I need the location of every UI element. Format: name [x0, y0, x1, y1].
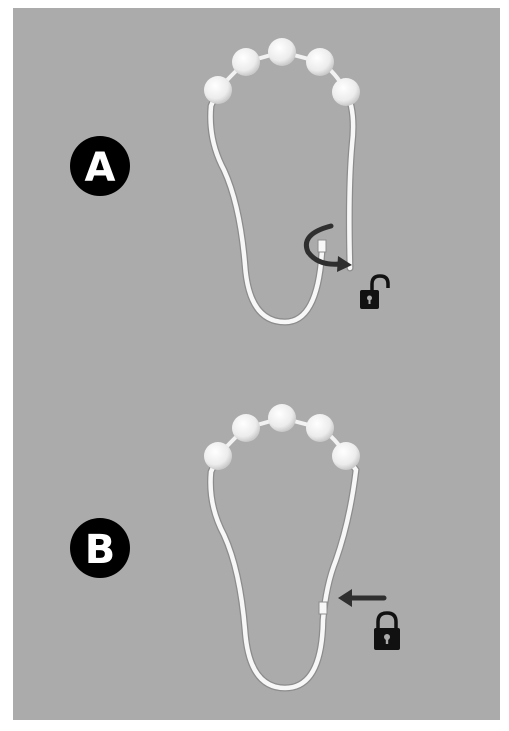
push-left-arrow-icon [338, 589, 387, 607]
bead-row-a [204, 38, 360, 106]
panel-a: A [70, 38, 390, 326]
badge-b: B [70, 518, 130, 578]
twist-arrow-icon [303, 223, 352, 272]
bead [204, 76, 232, 104]
diagram-background [13, 8, 500, 720]
bead [332, 78, 360, 106]
unlocked-padlock-icon [360, 274, 390, 309]
bead [332, 442, 360, 470]
hook-ring-b [207, 452, 360, 692]
locked-padlock-icon [374, 611, 400, 650]
hook-ring-a [207, 86, 357, 326]
bead [232, 48, 260, 76]
badge-b-label: B [85, 527, 116, 573]
bead-row-b [204, 404, 360, 470]
badge-a: A [70, 136, 130, 196]
bead [232, 414, 260, 442]
bead [204, 442, 232, 470]
panel-b: B [70, 404, 400, 692]
bead [306, 48, 334, 76]
bead [306, 414, 334, 442]
bead [268, 404, 296, 432]
bead [268, 38, 296, 66]
badge-a-label: A [85, 145, 116, 191]
